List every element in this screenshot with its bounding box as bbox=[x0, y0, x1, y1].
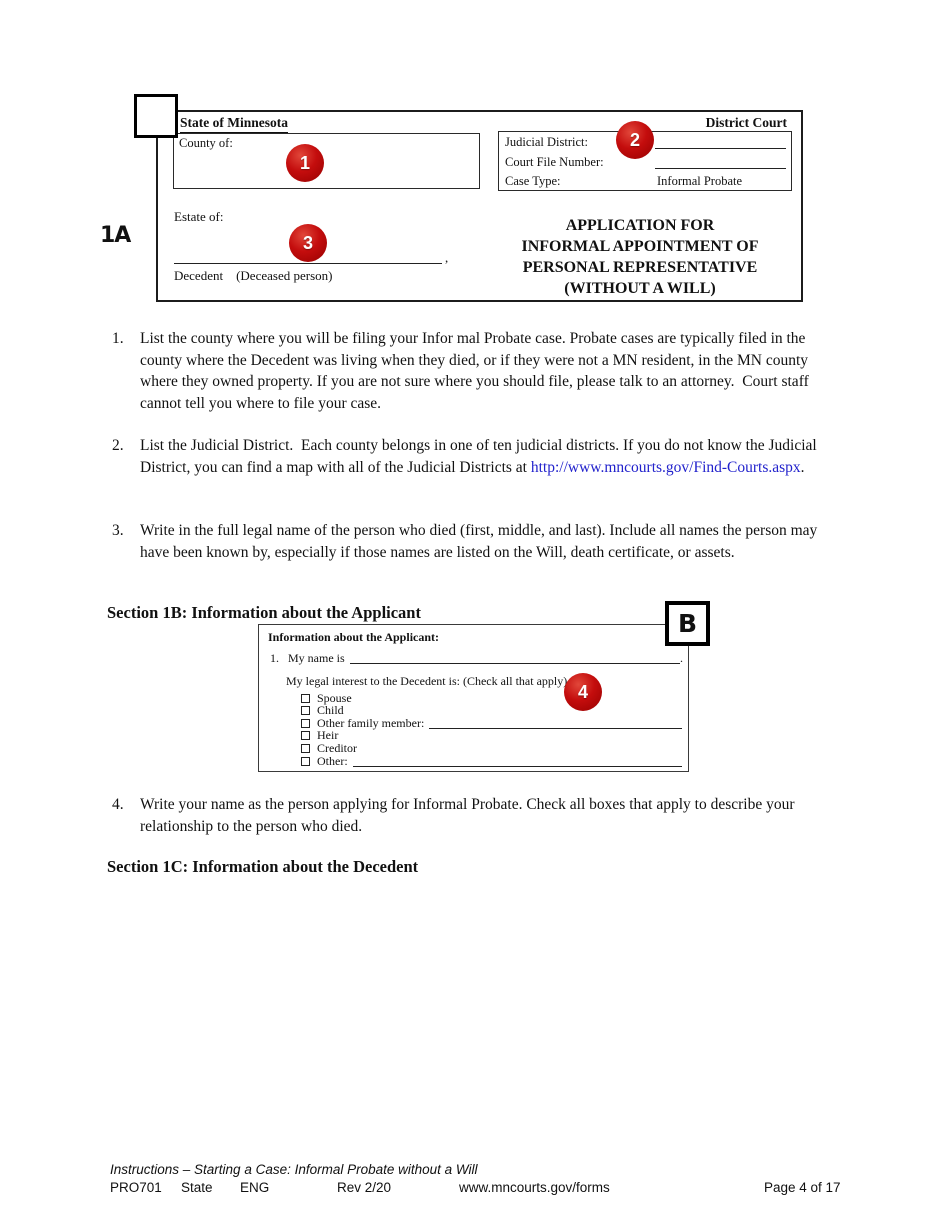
application-title: APPLICATION FOR INFORMAL APPOINTMENT OF … bbox=[494, 215, 786, 299]
checkbox-icon bbox=[301, 756, 310, 766]
checkbox-icon bbox=[301, 743, 310, 753]
section-1a-label: 1A bbox=[100, 223, 131, 248]
estate-of-label: Estate of: bbox=[174, 209, 224, 224]
case-type-row: Case Type: Informal Probate bbox=[499, 171, 791, 191]
judicial-district-blank-line bbox=[655, 148, 786, 149]
case-info-box: Judicial District: Court File Number: Ca… bbox=[498, 131, 792, 191]
court-file-number-row: Court File Number: bbox=[499, 152, 791, 172]
option-child: Child bbox=[301, 703, 682, 718]
section-b-label: B bbox=[677, 609, 698, 638]
deceased-person-label: (Deceased person) bbox=[236, 268, 333, 283]
item-4-text: Write your name as the person applying f… bbox=[140, 796, 799, 835]
item-2-text: List the Judicial District. Each county … bbox=[140, 435, 826, 478]
legal-interest-label: My legal interest to the Decedent is: (C… bbox=[286, 674, 568, 688]
q1-number: 1. bbox=[270, 651, 279, 665]
judicial-district-label: Judicial District: bbox=[505, 135, 588, 149]
item-2-text-before: List the Judicial District. Each county … bbox=[140, 437, 821, 476]
option-label: Creditor bbox=[317, 740, 357, 755]
county-of-label: County of: bbox=[179, 136, 233, 150]
instruction-item-2: 2. List the Judicial District. Each coun… bbox=[112, 435, 826, 478]
callout-badge-2: 2 bbox=[616, 121, 654, 159]
q1-period: . bbox=[680, 651, 683, 665]
judicial-district-row: Judicial District: bbox=[499, 132, 791, 152]
option-label: Spouse bbox=[317, 690, 352, 705]
section-1a-marker-box bbox=[134, 94, 178, 138]
checkbox-icon bbox=[301, 706, 310, 716]
application-title-line1: APPLICATION FOR bbox=[565, 217, 715, 234]
item-2-text-after: . bbox=[800, 458, 805, 476]
option-label: Heir bbox=[317, 728, 339, 743]
state-of-minnesota-label: State of Minnesota bbox=[180, 115, 288, 133]
form-1a-sample: State of Minnesota District Court County… bbox=[156, 110, 803, 302]
callout-badge-1: 1 bbox=[286, 144, 324, 182]
footer-meta-row: PRO701 State ENG Rev 2/20 www.mncourts.g… bbox=[0, 1180, 950, 1198]
case-type-value: Informal Probate bbox=[657, 174, 743, 188]
find-courts-link[interactable]: http://www.mncourts.gov/Find-Courts.aspx bbox=[530, 458, 801, 476]
decedent-label: Decedent bbox=[174, 268, 224, 283]
checkbox-icon bbox=[301, 718, 310, 728]
callout-badge-3: 3 bbox=[289, 224, 327, 262]
item-3-text: Write in the full legal name of the pers… bbox=[140, 522, 822, 561]
option-label: Child bbox=[317, 703, 344, 718]
legal-interest-options: Spouse Child Other family member: Heir C… bbox=[301, 691, 682, 767]
application-title-line2: INFORMAL APPOINTMENT OF bbox=[521, 238, 759, 255]
applicant-info-box: Information about the Applicant: 1. My n… bbox=[258, 624, 689, 772]
checkbox-icon bbox=[301, 693, 310, 703]
item-2-number: 2. bbox=[112, 437, 124, 454]
section-1c-heading: Section 1C: Information about the Decede… bbox=[107, 857, 419, 876]
option-heir: Heir bbox=[301, 728, 682, 743]
application-title-line3: PERSONAL REPRESENTATIVE bbox=[522, 259, 758, 276]
footer-language: ENG bbox=[240, 1180, 270, 1195]
district-court-label: District Court bbox=[705, 115, 787, 130]
option-label: Other family member: bbox=[317, 715, 425, 730]
option-spouse: Spouse bbox=[301, 691, 682, 704]
footer-state: State bbox=[181, 1180, 213, 1195]
item-1-text: List the county where you will be filing… bbox=[140, 330, 813, 412]
footer-page-number: Page 4 of 17 bbox=[764, 1180, 841, 1195]
item-4-number: 4. bbox=[112, 796, 124, 813]
applicant-box-header: Information about the Applicant: bbox=[268, 630, 440, 644]
court-file-number-blank-line bbox=[655, 167, 786, 169]
other-blank-line bbox=[352, 756, 682, 767]
instruction-item-1: 1. List the county where you will be fil… bbox=[112, 328, 826, 414]
instruction-item-3: 3. Write in the full legal name of the p… bbox=[112, 520, 826, 563]
option-creditor: Creditor bbox=[301, 741, 682, 754]
checkbox-icon bbox=[301, 731, 310, 741]
application-title-line4: (WITHOUT A WILL) bbox=[564, 280, 716, 297]
section-b-marker: B bbox=[665, 601, 710, 646]
decedent-caption: Decedent (Deceased person) bbox=[174, 268, 332, 284]
decedent-name-blank-line bbox=[174, 263, 442, 264]
my-name-blank-line bbox=[349, 653, 680, 664]
footer-document-title: Instructions – Starting a Case: Informal… bbox=[110, 1162, 478, 1177]
item-3-number: 3. bbox=[112, 522, 124, 539]
footer-form-id: PRO701 bbox=[110, 1180, 162, 1195]
estate-comma: , bbox=[445, 250, 449, 265]
instruction-item-4: 4. Write your name as the person applyin… bbox=[112, 794, 826, 837]
callout-badge-4: 4 bbox=[564, 673, 602, 711]
footer-url: www.mncourts.gov/forms bbox=[459, 1180, 610, 1195]
footer-revision: Rev 2/20 bbox=[337, 1180, 392, 1195]
court-file-number-label: Court File Number: bbox=[505, 154, 604, 169]
section-1b-heading: Section 1B: Information about the Applic… bbox=[107, 603, 421, 622]
county-box: County of: 1 bbox=[173, 133, 480, 189]
option-other: Other: bbox=[301, 754, 682, 767]
my-name-row: 1. My name is . bbox=[270, 652, 683, 664]
other-family-member-blank-line bbox=[429, 718, 682, 729]
my-name-label: My name is bbox=[288, 651, 345, 665]
item-1-number: 1. bbox=[112, 330, 124, 347]
case-type-label: Case Type: bbox=[505, 174, 561, 188]
option-label: Other: bbox=[317, 753, 348, 768]
option-other-family-member: Other family member: bbox=[301, 716, 682, 729]
